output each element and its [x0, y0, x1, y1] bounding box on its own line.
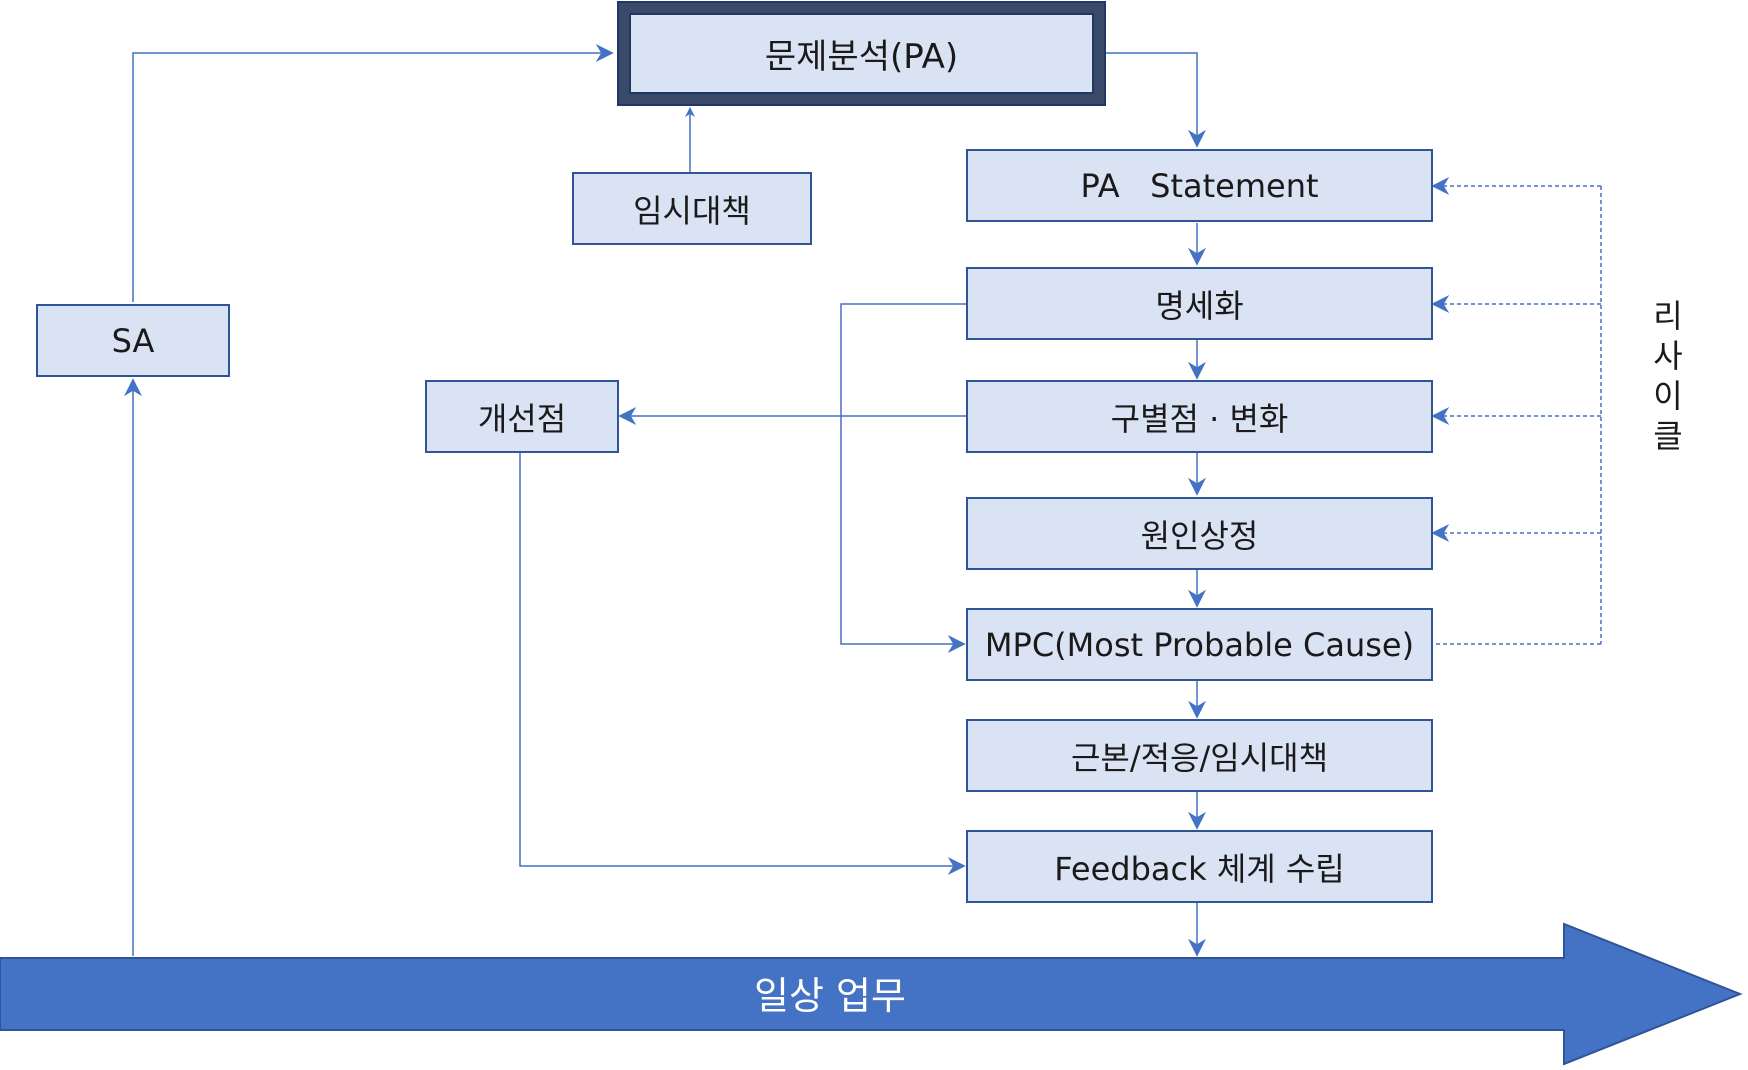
distinction-change-label: 구별점 · 변화: [1110, 399, 1289, 438]
recycle-char: 클: [1653, 417, 1683, 455]
measures-box: 근본/적응/임시대책: [966, 719, 1433, 792]
specification-label: 명세화: [1155, 286, 1244, 325]
recycle-char: 사: [1653, 337, 1683, 375]
recycle-char: 리: [1653, 297, 1683, 335]
sa-label: SA: [111, 321, 155, 360]
recycle-label: 리 사 이 클: [1645, 296, 1691, 456]
distinction-change-box: 구별점 · 변화: [966, 380, 1433, 453]
cause-hypothesis-label: 원인상정: [1140, 516, 1259, 555]
pa-to-statement-connector: [1106, 52, 1206, 148]
problem-analysis-label: 문제분석(PA): [764, 37, 959, 77]
pa-statement-label: PA Statement: [1080, 166, 1319, 205]
problem-analysis-box: 문제분석(PA): [629, 13, 1094, 94]
specification-to-mpc-connector: [840, 303, 966, 653]
temporary-measure-box: 임시대책: [572, 172, 812, 245]
improvement-point-box: 개선점: [425, 380, 619, 453]
measures-label: 근본/적응/임시대책: [1070, 738, 1329, 777]
timeline-arrow: [0, 922, 1743, 1066]
improvement-to-feedback-connector: [519, 453, 966, 875]
timeline-label: 일상 업무: [754, 974, 906, 1018]
feedback-box: Feedback 체계 수립: [966, 830, 1433, 903]
pa-statement-box: PA Statement: [966, 149, 1433, 222]
feedback-label: Feedback 체계 수립: [1054, 849, 1345, 888]
recycle-char: 이: [1653, 377, 1683, 415]
mpc-box: MPC(Most Probable Cause): [966, 608, 1433, 681]
improvement-point-label: 개선점: [477, 399, 567, 438]
specification-box: 명세화: [966, 267, 1433, 340]
mpc-label: MPC(Most Probable Cause): [984, 625, 1415, 664]
temporary-measure-label: 임시대책: [633, 191, 751, 230]
sa-box: SA: [36, 304, 230, 377]
sa-to-pa-connector: [132, 44, 614, 302]
cause-hypothesis-box: 원인상정: [966, 497, 1433, 570]
